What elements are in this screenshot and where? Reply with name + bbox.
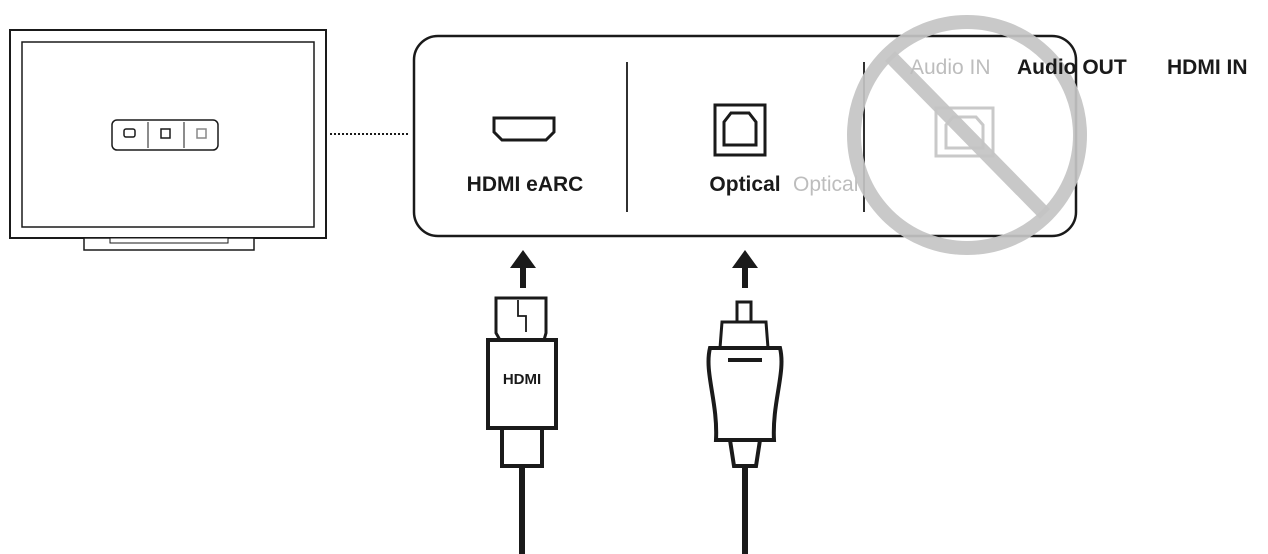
hdmi-in-label: HDMI IN	[1167, 56, 1248, 79]
optical-plug-icon	[706, 300, 784, 554]
mini-optical-icon	[160, 128, 171, 139]
mini-hdmi-icon	[123, 128, 136, 138]
hdmi-plug-icon: HDMI	[486, 296, 558, 554]
optical-grey-label: Optical	[793, 173, 858, 196]
hdmi-cable-label: HDMI	[503, 371, 541, 388]
audio-in-label: Audio IN	[910, 56, 991, 79]
tv-mini-panel	[111, 119, 219, 151]
hdmi-earc-label: HDMI eARC	[467, 173, 584, 196]
optical-port-icon	[713, 103, 767, 157]
mini-optical-grey-icon	[196, 128, 207, 139]
prohibited-sign-icon	[847, 15, 1087, 255]
arrow-up-icon	[510, 250, 536, 288]
audio-out-label: Audio OUT	[1017, 56, 1127, 79]
tv	[9, 29, 410, 251]
optical-label: Optical	[709, 173, 780, 196]
tv-stand-neck	[109, 237, 229, 244]
hdmi-port-icon	[492, 116, 556, 142]
arrow-up-icon	[732, 250, 758, 288]
